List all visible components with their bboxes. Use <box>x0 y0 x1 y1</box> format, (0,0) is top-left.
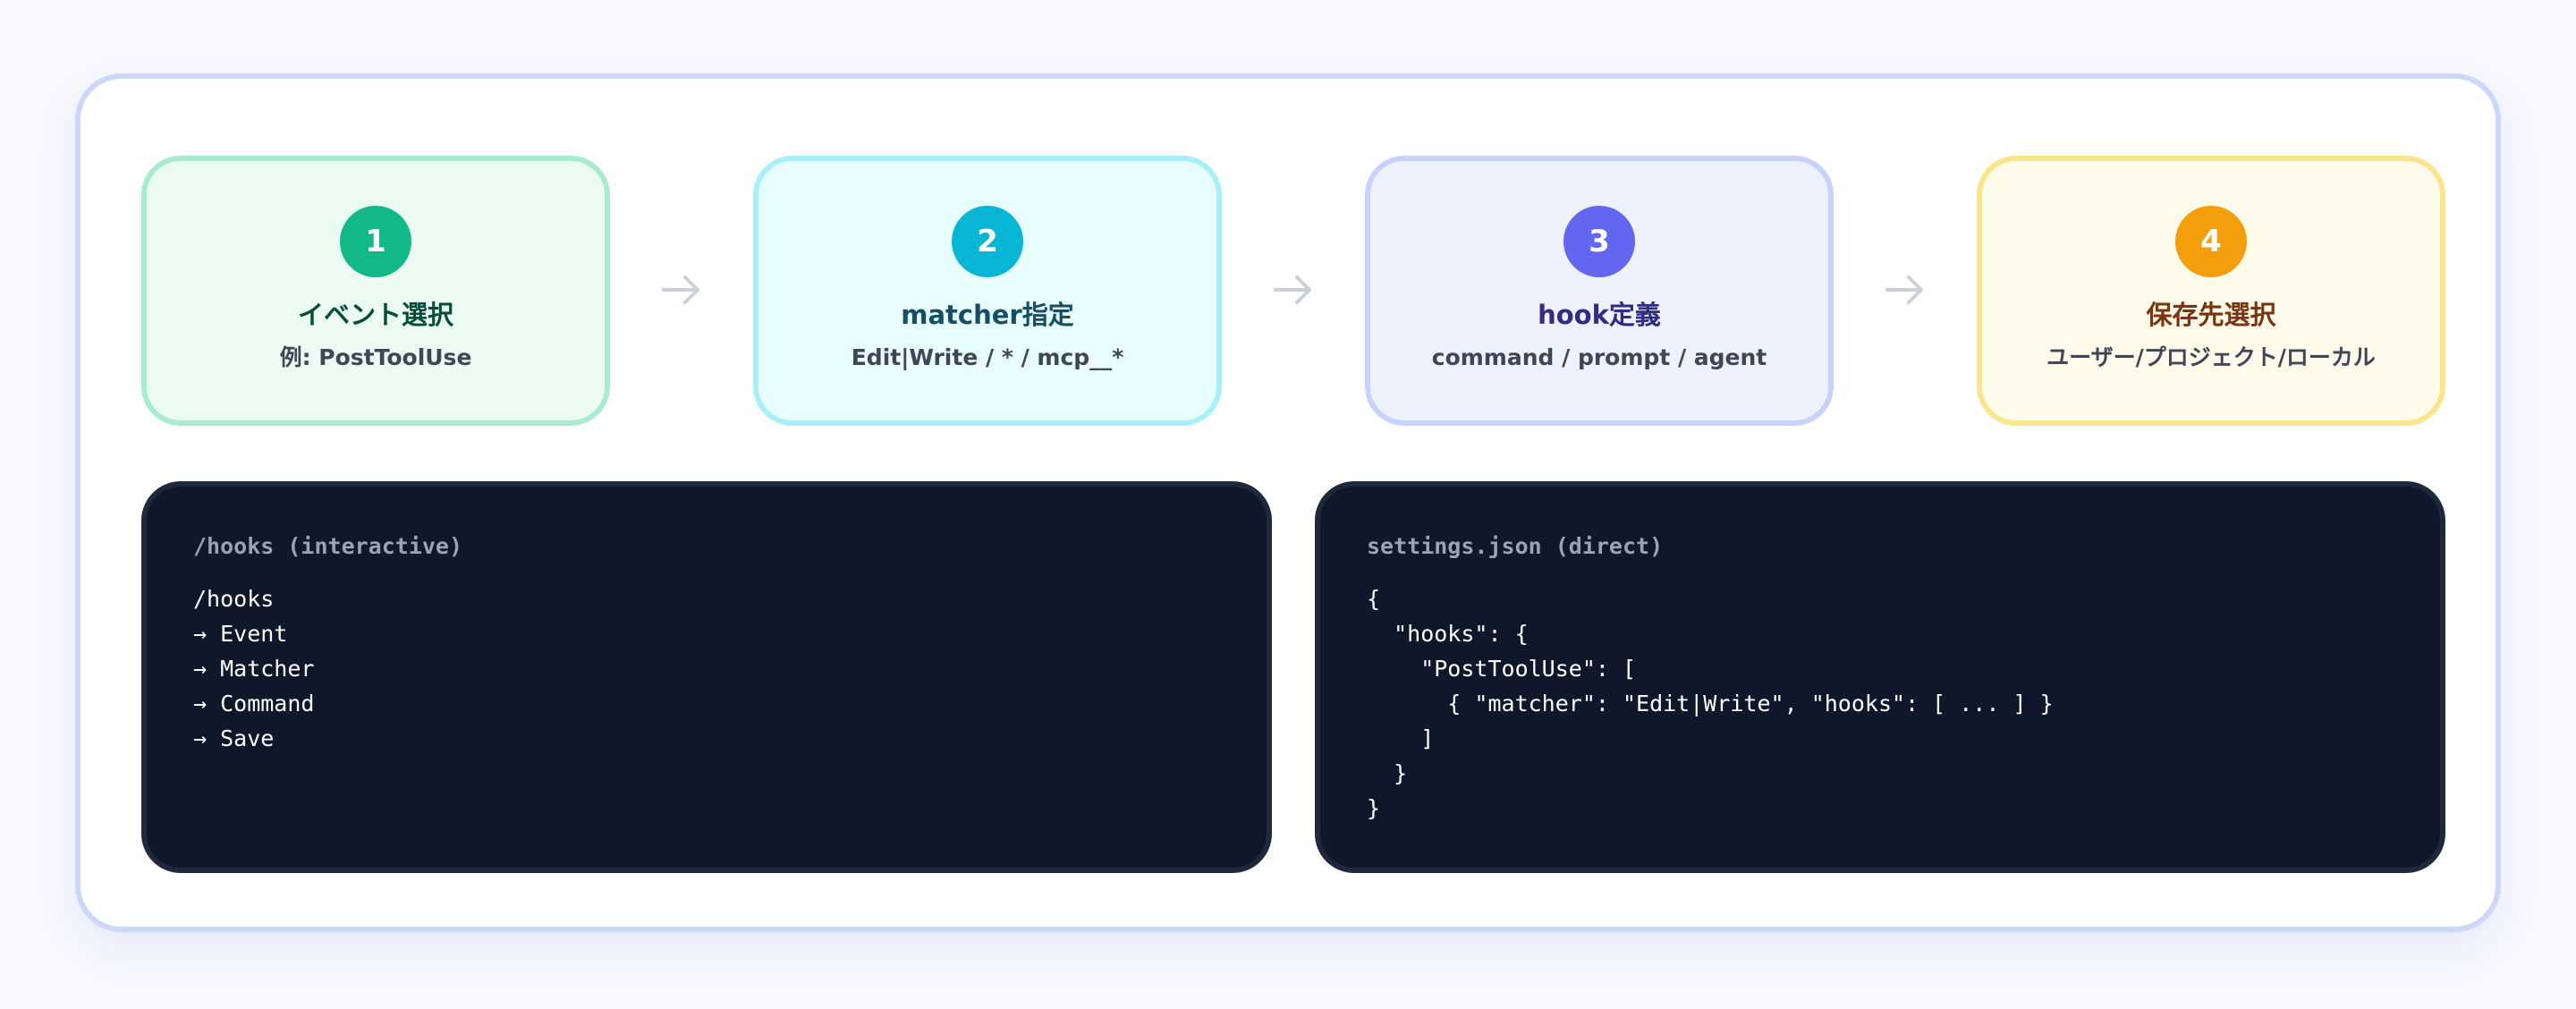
code-line: → Command <box>193 691 315 716</box>
steps-row: 1 イベント選択 例: PostToolUse 2 matcher指定 Edit… <box>141 156 2445 426</box>
panel-title: settings.json (direct) <box>1367 533 1664 559</box>
step-number-badge: 4 <box>2175 206 2247 277</box>
code-line: { <box>1367 586 1381 612</box>
step-number-badge: 3 <box>1563 206 1635 277</box>
step-subtitle: command / prompt / agent <box>1431 344 1767 370</box>
step-subtitle: ユーザー/プロジェクト/ローカル <box>2046 344 2376 370</box>
code-panel-interactive: /hooks (interactive) /hooks → Event → Ma… <box>141 481 1272 873</box>
step-title: イベント選択 <box>297 300 453 330</box>
step-number-badge: 1 <box>340 206 411 277</box>
step-title: matcher指定 <box>901 300 1074 330</box>
step-subtitle: 例: PostToolUse <box>279 344 472 370</box>
step-card-save: 4 保存先選択 ユーザー/プロジェクト/ローカル <box>1977 156 2445 426</box>
step-number-badge: 2 <box>952 206 1023 277</box>
arrow-right-icon <box>1267 263 1320 317</box>
code-line: } <box>1367 795 1381 821</box>
code-line: → Save <box>193 725 275 751</box>
step-card-hook: 3 hook定義 command / prompt / agent <box>1365 156 1834 426</box>
step-card-matcher: 2 matcher指定 Edit|Write / * / mcp__* <box>753 156 1222 426</box>
code-line: "PostToolUse": [ <box>1367 656 1637 682</box>
code-line: { "matcher": "Edit|Write", "hooks": [ ..… <box>1367 691 2054 716</box>
step-title: hook定義 <box>1538 300 1661 330</box>
code-panel-direct: settings.json (direct) { "hooks": { "Pos… <box>1315 481 2445 873</box>
code-line: → Event <box>193 621 288 647</box>
code-line: /hooks <box>193 586 275 612</box>
step-subtitle: Edit|Write / * / mcp__* <box>851 344 1124 370</box>
workflow-card: 1 イベント選択 例: PostToolUse 2 matcher指定 Edit… <box>75 73 2501 932</box>
step-card-event: 1 イベント選択 例: PostToolUse <box>141 156 610 426</box>
code-line: "hooks": { <box>1367 621 1529 647</box>
code-line: → Matcher <box>193 656 315 682</box>
panel-title: /hooks (interactive) <box>193 533 463 559</box>
step-title: 保存先選択 <box>2146 300 2276 330</box>
code-line: ] <box>1367 725 1435 751</box>
arrow-right-icon <box>1878 263 1932 317</box>
arrow-right-icon <box>655 263 708 317</box>
code-line: } <box>1367 760 1408 786</box>
